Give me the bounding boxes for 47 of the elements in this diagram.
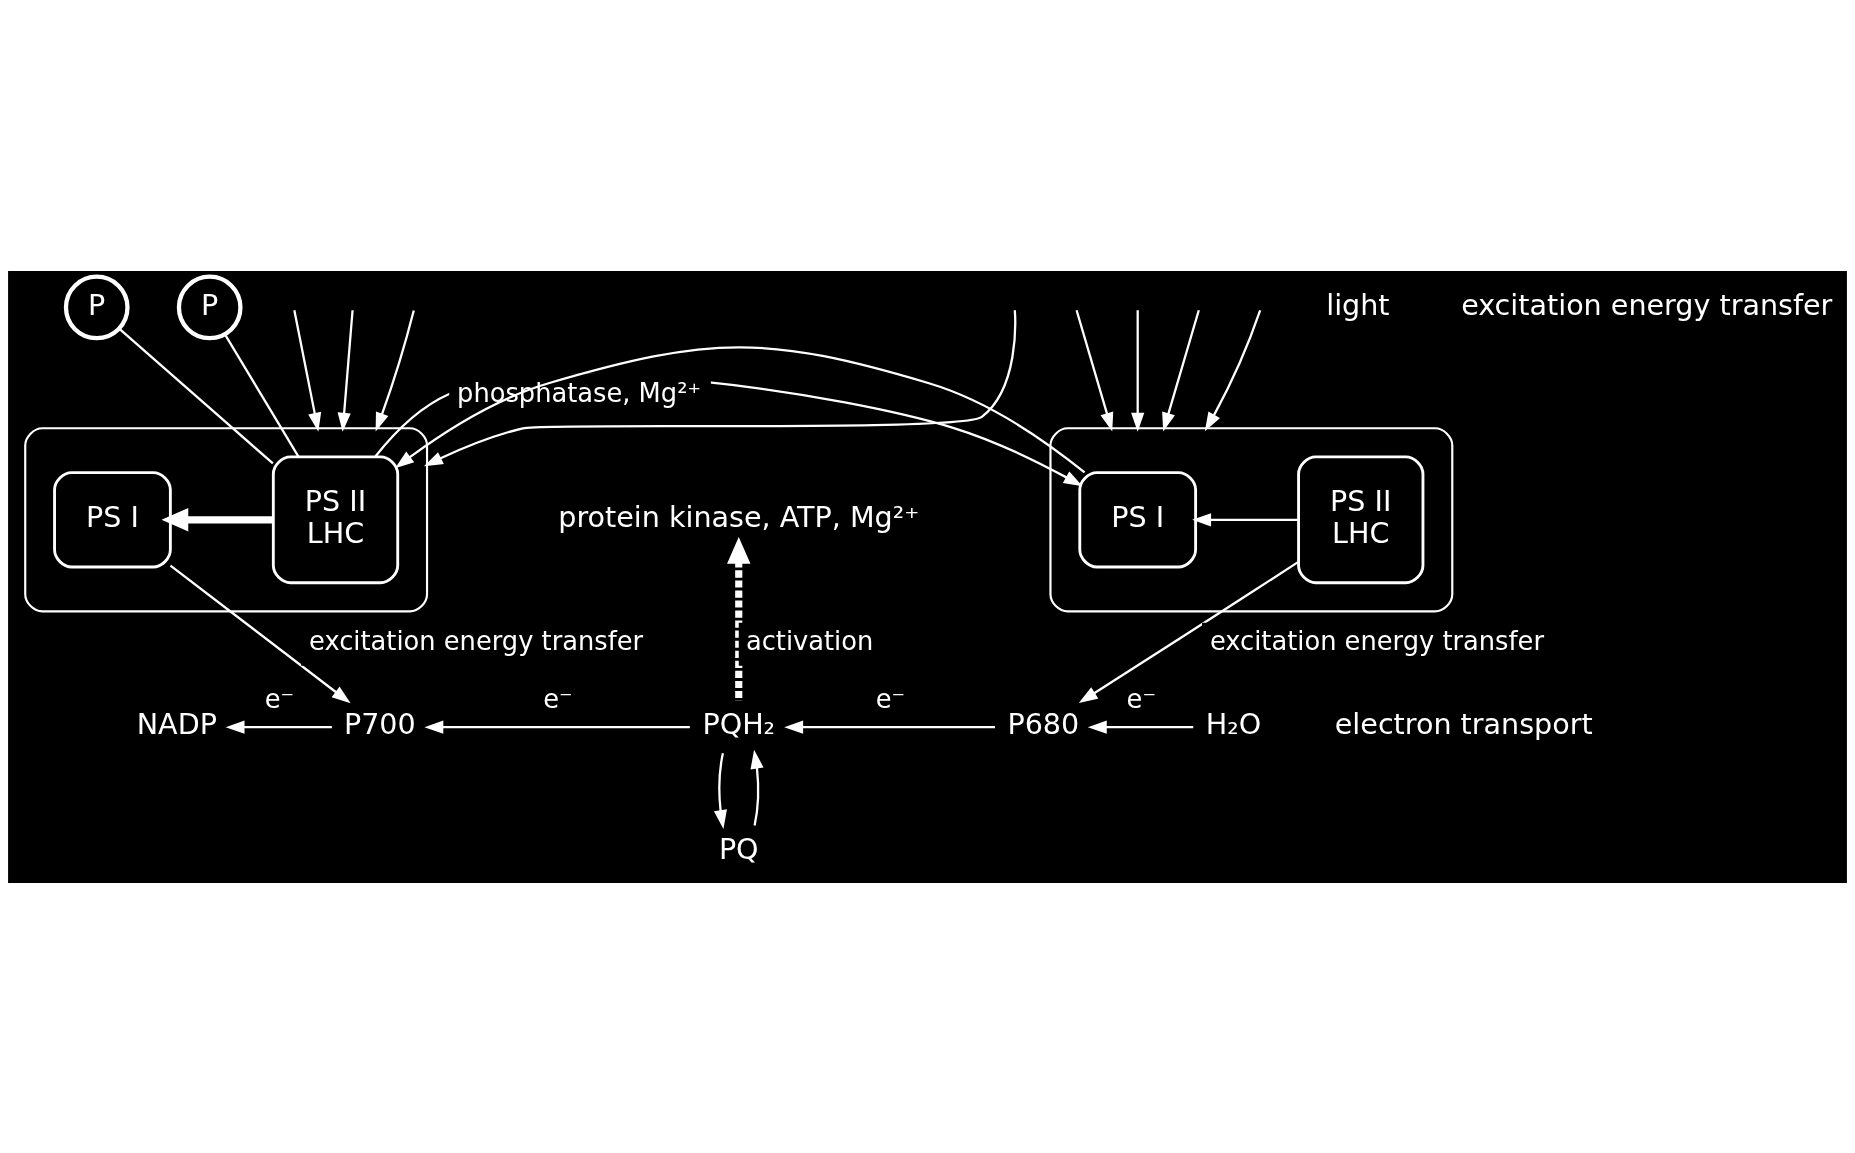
node-text: PQ — [718, 831, 759, 866]
edge-label: excitation energy transfer — [309, 626, 644, 656]
arrow — [395, 345, 1086, 473]
arrow — [713, 752, 727, 829]
arrow — [169, 564, 351, 703]
arrow — [1204, 309, 1262, 431]
node-box: PS II LHC — [271, 454, 400, 584]
node-box: PS I — [1078, 470, 1198, 568]
arrow — [1078, 560, 1299, 703]
arrow — [1075, 309, 1114, 432]
node-text: PQH₂ — [702, 706, 776, 741]
edge-label: e⁻ — [875, 683, 906, 714]
edge-label: excitation energy transfer — [1209, 626, 1544, 656]
arrow — [1192, 512, 1299, 526]
label: electron transport — [1334, 706, 1593, 741]
arrow — [375, 309, 415, 432]
arrow — [161, 507, 273, 531]
edge-label: activation — [745, 626, 874, 656]
arrow — [1131, 309, 1145, 432]
node-text: protein kinase, ATP, Mg²⁺ — [558, 499, 920, 534]
node-circle: P — [63, 274, 130, 340]
node-text: NADP — [136, 706, 217, 741]
node-text: P680 — [1007, 706, 1080, 741]
edge-label: e⁻ — [1126, 683, 1157, 714]
arrow — [424, 720, 690, 734]
edge-label: e⁻ — [264, 683, 295, 714]
arrow — [423, 309, 1017, 466]
connector — [224, 333, 300, 457]
label: excitation energy transfer — [1461, 287, 1833, 322]
node-box: PS I — [53, 470, 172, 568]
arrow — [1087, 720, 1194, 734]
arrow — [750, 749, 764, 826]
arrow — [1162, 309, 1200, 432]
cluster — [1049, 426, 1454, 612]
arrow — [784, 720, 995, 734]
edge-label: e⁻ — [543, 683, 573, 714]
cluster — [24, 426, 429, 612]
label: light — [1326, 287, 1390, 322]
arrow — [337, 309, 354, 432]
node-text: P700 — [343, 706, 416, 741]
arrow — [225, 720, 332, 734]
arrow — [727, 536, 751, 701]
connector — [118, 327, 274, 464]
node-circle: P — [176, 274, 243, 340]
node-text: H₂O — [1205, 706, 1262, 741]
arrow — [293, 309, 322, 432]
node-box: PS II LHC — [1297, 454, 1425, 584]
